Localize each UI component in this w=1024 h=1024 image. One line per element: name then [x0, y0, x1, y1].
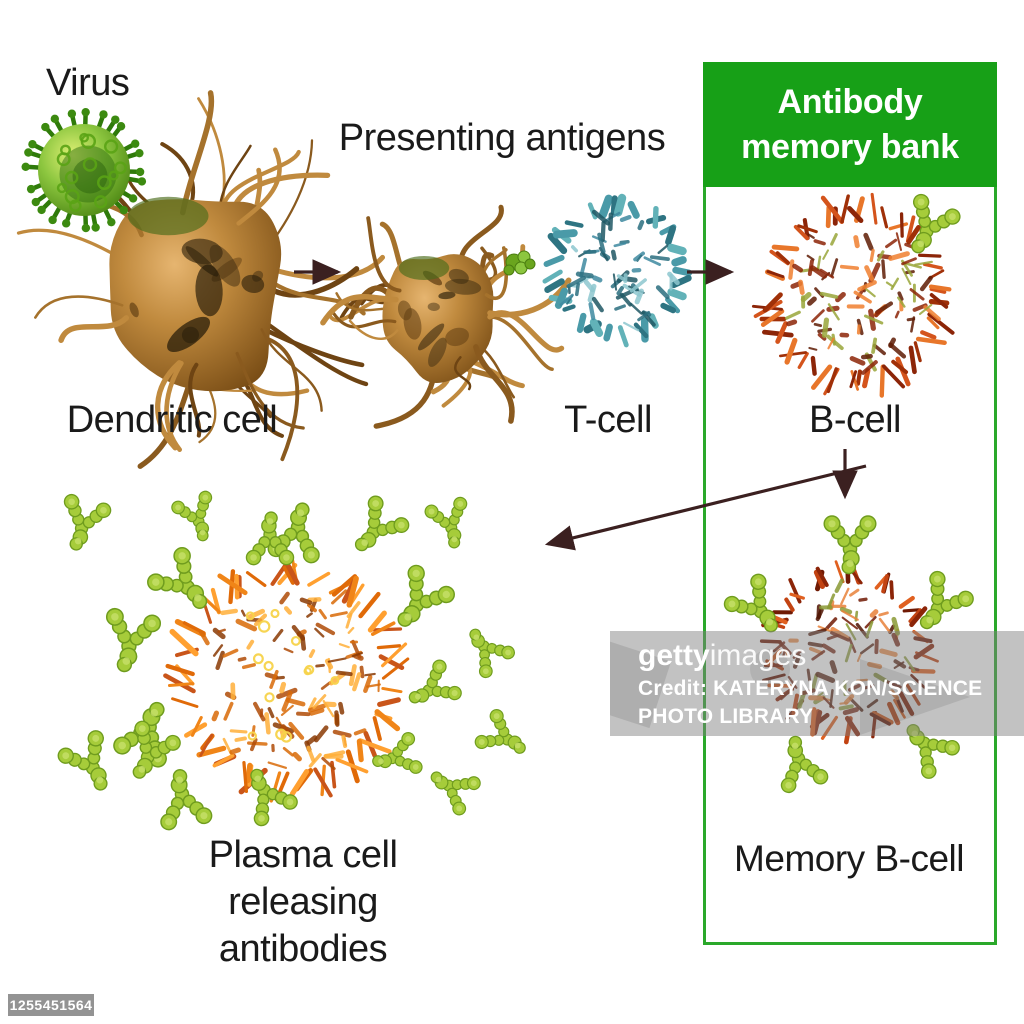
image-id-badge: 1255451564	[8, 994, 94, 1016]
plasma-cell-illustration	[163, 554, 410, 803]
released-antibody	[151, 764, 214, 832]
released-antibody	[169, 488, 226, 548]
released-antibody	[54, 727, 127, 802]
credit-line2: PHOTO LIBRARY	[638, 705, 814, 728]
virus-label: Virus	[46, 62, 130, 104]
released-antibody	[420, 756, 484, 818]
presenting-dendritic-cell-illustration	[320, 204, 572, 429]
b-cell-label: B-cell	[808, 399, 902, 441]
released-antibody	[423, 495, 478, 554]
getty-logo-bold: getty	[638, 639, 710, 672]
watermark-triangle-shape	[860, 659, 970, 735]
released-antibody	[367, 730, 425, 785]
presenting-antigens-label: Presenting antigens	[338, 117, 666, 159]
released-antibody	[399, 657, 465, 721]
b-cell-illustration	[751, 192, 955, 398]
banner-title-line1: Antibody	[777, 82, 923, 121]
plasma-cell-label-line3: antibodies	[218, 928, 388, 970]
plasma-cell-label-line1: Plasma cell	[208, 834, 398, 876]
watermark-sphere-shape	[750, 649, 790, 689]
memory-b-cell-label: Memory B-cell	[734, 838, 964, 879]
memory-b-cell-antibody	[769, 730, 830, 795]
released-antibody	[454, 617, 518, 681]
getty-watermark: gettyimages Credit: KATERYNA KON/SCIENCE…	[610, 631, 1024, 736]
banner-title-line2: memory bank	[741, 127, 959, 166]
released-antibody	[339, 492, 413, 567]
released-antibody	[143, 543, 225, 625]
released-antibody	[472, 706, 537, 769]
memory-b-cell-illustration	[759, 555, 939, 745]
plasma-cell-label-line2: releasing	[228, 881, 378, 923]
plasma-cell-label: Plasma cell releasing antibodies	[209, 832, 398, 973]
antigen-fragment	[503, 250, 536, 276]
getty-images-logo: gettyimages	[638, 639, 806, 673]
getty-logo-regular: images	[709, 639, 807, 672]
arrow-bcell-to-plasma	[544, 464, 867, 551]
virus-illustration	[21, 107, 147, 233]
t-cell-illustration	[542, 193, 693, 348]
credit-line1: Credit: KATERYNA KON/SCIENCE	[638, 677, 983, 700]
released-antibody	[52, 492, 113, 557]
memory-b-cell-antibody	[823, 515, 877, 575]
dendritic-cell-label: Dendritic cell	[66, 399, 278, 441]
t-cell-label: T-cell	[564, 399, 652, 441]
released-antibody	[97, 606, 163, 678]
watermark-credit: Credit: KATERYNA KON/SCIENCE PHOTO LIBRA…	[638, 675, 982, 731]
antibody-memory-bank-banner: Antibody memory bank	[703, 62, 997, 187]
